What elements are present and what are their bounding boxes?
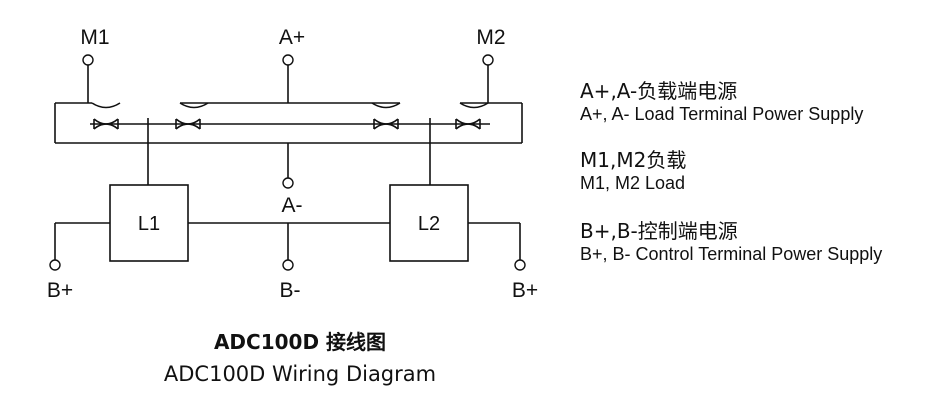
b-minus-label: B- xyxy=(280,279,301,302)
legend-m-en: M1, M2 Load xyxy=(580,173,686,193)
caption-zh: ADC100D 接线图 xyxy=(213,330,387,354)
a-plus-terminal xyxy=(282,54,294,66)
caption-zh-wrap: ADC100D 接线图 xyxy=(0,326,600,355)
fixed-contact-3 xyxy=(371,102,401,109)
b-plus-right-label: B+ xyxy=(512,279,538,302)
legend-m: M1,M2负载 M1, M2 Load xyxy=(580,148,686,194)
b-minus-terminal xyxy=(282,259,294,271)
fixed-contact-2 xyxy=(179,102,209,109)
m2-label: M2 xyxy=(476,26,505,49)
fixed-contact-1 xyxy=(91,102,121,109)
legend-a-zh: A+,A-负载端电源 xyxy=(580,79,738,103)
m1-label: M1 xyxy=(80,26,109,49)
caption-en: ADC100D Wiring Diagram xyxy=(163,362,437,386)
fixed-contact-4 xyxy=(459,102,489,109)
moving-contact-4 xyxy=(455,118,481,130)
b-plus-left-terminal xyxy=(49,259,61,271)
moving-contact-2 xyxy=(175,118,201,130)
a-plus-label: A+ xyxy=(279,26,305,49)
m2-terminal xyxy=(482,54,494,66)
b-plus-right-terminal xyxy=(514,259,526,271)
legend-a-en: A+, A- Load Terminal Power Supply xyxy=(580,104,864,124)
a-minus-label: A- xyxy=(282,194,303,217)
legend-b-en: B+, B- Control Terminal Power Supply xyxy=(580,244,883,264)
relay-l2-box xyxy=(389,184,469,262)
legend-b: B+,B-控制端电源 B+, B- Control Terminal Power… xyxy=(580,219,882,265)
legend-m-zh: M1,M2负载 xyxy=(580,148,687,172)
moving-contact-3 xyxy=(373,118,399,130)
legend-a: A+,A-负载端电源 A+, A- Load Terminal Power Su… xyxy=(580,79,863,125)
legend-b-zh: B+,B-控制端电源 xyxy=(580,219,738,243)
a-minus-terminal xyxy=(282,177,294,189)
relay-l1-box xyxy=(109,184,189,262)
relay-l1-label: L1 xyxy=(138,213,160,235)
relay-l2-label: L2 xyxy=(418,213,440,235)
m1-terminal xyxy=(82,54,94,66)
b-plus-left-label: B+ xyxy=(47,279,73,302)
moving-contact-1 xyxy=(93,118,119,130)
caption-en-wrap: ADC100D Wiring Diagram xyxy=(0,362,600,386)
